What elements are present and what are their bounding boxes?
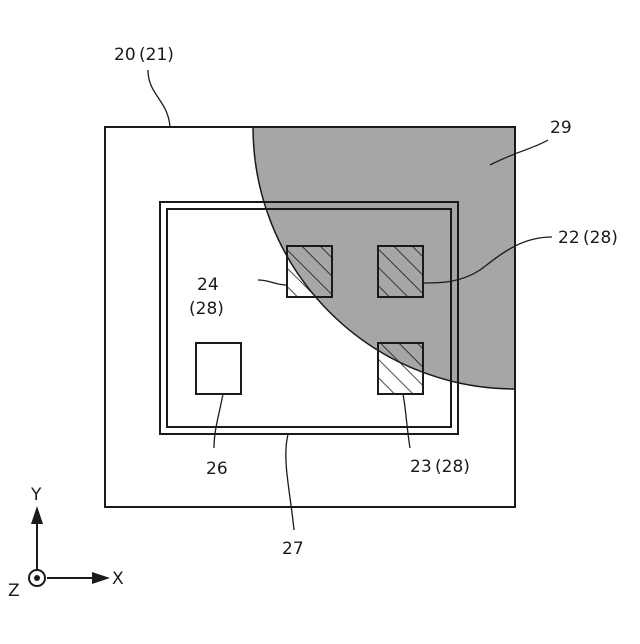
element-26 bbox=[196, 343, 241, 394]
shaded-region bbox=[253, 0, 640, 389]
axis-label-x: X bbox=[112, 569, 124, 589]
leader-substrate bbox=[148, 70, 170, 127]
x-axis-arrow-icon bbox=[92, 572, 110, 584]
label-pad-22: 22 (28) bbox=[558, 228, 618, 248]
y-axis-arrow-icon bbox=[31, 506, 43, 524]
label-pad-23: 23 (28) bbox=[410, 457, 470, 477]
leader-pad-23 bbox=[403, 394, 410, 448]
label-element-26: 26 bbox=[206, 459, 228, 479]
pad-24 bbox=[287, 246, 332, 297]
label-pad-24-ref: (28) bbox=[189, 299, 224, 319]
leader-pad-24 bbox=[258, 280, 287, 285]
axis-label-y: Y bbox=[30, 485, 42, 505]
axis-label-z: Z bbox=[8, 581, 20, 601]
leader-frame bbox=[286, 434, 294, 530]
z-axis-dot-icon bbox=[34, 575, 40, 581]
label-substrate: 20 (21) bbox=[114, 45, 174, 65]
label-pad-24-number: 24 bbox=[197, 275, 219, 295]
label-region: 29 bbox=[550, 118, 572, 138]
leader-element-26 bbox=[214, 394, 223, 448]
label-frame: 27 bbox=[282, 539, 304, 559]
pad-23 bbox=[378, 343, 423, 394]
pad-22 bbox=[378, 246, 423, 297]
